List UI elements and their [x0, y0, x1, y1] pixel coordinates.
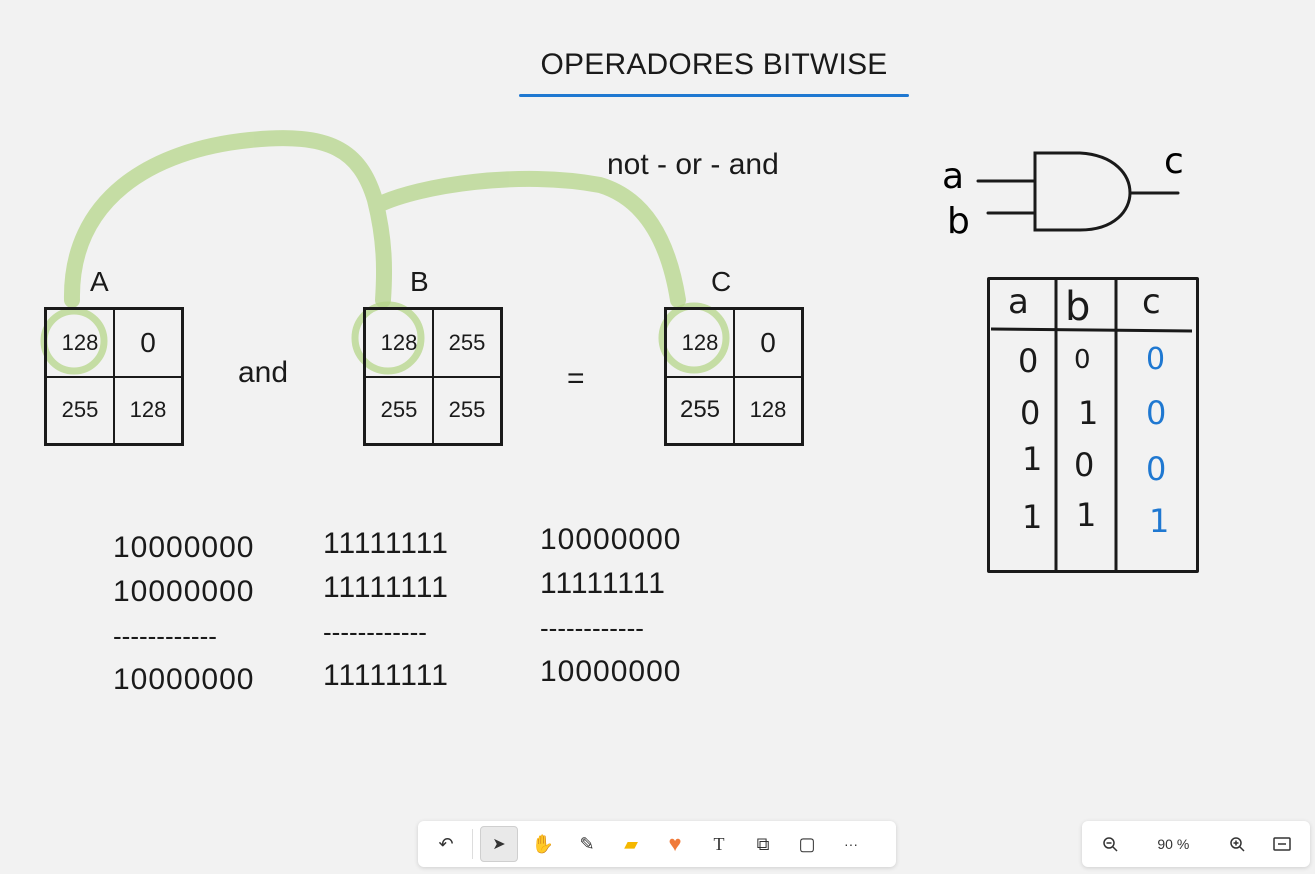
frame-icon: ▢ — [798, 833, 816, 854]
truth-table-lines — [990, 279, 1193, 571]
truth-table-header-rule — [990, 327, 1193, 333]
truth-table-header-c: c — [1142, 282, 1161, 322]
binary-line: 10000000 — [113, 575, 255, 608]
zoom-in-icon — [1229, 837, 1245, 852]
truth-cell-a: 1 — [1022, 440, 1043, 478]
grid-c: 128 0 255 128 — [664, 307, 804, 446]
operators-note: not - or - and — [607, 148, 779, 181]
binary-line: 11111111 — [323, 527, 449, 560]
grid-a-cell: 0 — [114, 309, 182, 377]
grid-a: 128 0 255 128 — [44, 307, 184, 446]
truth-cell-b: 0 — [1074, 345, 1091, 375]
truth-cell-c: 0 — [1146, 450, 1167, 488]
truth-cell-a: 0 — [1018, 342, 1039, 380]
title-underline — [519, 94, 909, 97]
binary-column-3: 10000000 11111111 ------------ 10000000 — [540, 518, 681, 694]
grid-c-cell: 128 — [666, 309, 734, 377]
drawing-toolbar: ↶ ➤ ✋ ✎ ▰ ♥ T ⧉ ▢ ··· — [418, 821, 896, 867]
binary-separator: ------------ — [540, 613, 644, 643]
sticky-note-icon: ▰ — [624, 833, 638, 854]
pen-tool-button[interactable]: ✎ — [568, 826, 606, 862]
zoom-in-button[interactable] — [1218, 826, 1256, 862]
grid-a-label: A — [90, 266, 109, 297]
grid-c-cell: 255 — [666, 376, 734, 444]
undo-icon: ↶ — [438, 833, 454, 854]
binary-result: 11111111 — [323, 659, 449, 692]
fit-screen-icon — [1273, 837, 1291, 851]
binary-result: 10000000 — [113, 663, 255, 696]
truth-cell-b: 1 — [1076, 496, 1097, 534]
frame-tool-button[interactable]: ▢ — [788, 826, 826, 862]
highlight-arc-a-to-b — [63, 130, 393, 308]
binary-line: 10000000 — [113, 531, 255, 564]
connector-tool-button[interactable]: ⧉ — [744, 826, 782, 862]
equals-sign: = — [567, 362, 585, 395]
zoom-out-button[interactable] — [1091, 826, 1129, 862]
binary-line: 11111111 — [540, 567, 666, 600]
truth-cell-a: 1 — [1022, 498, 1043, 536]
binary-column-1: 10000000 10000000 ------------ 10000000 — [113, 526, 254, 702]
text-tool-button[interactable]: T — [700, 826, 738, 862]
gate-input-a-label: a — [942, 156, 964, 197]
text-icon: T — [713, 833, 725, 854]
grid-b: 128 255 255 255 — [363, 307, 503, 446]
grid-b-cell: 255 — [433, 309, 501, 377]
connector-icon: ⧉ — [756, 833, 770, 854]
gate-output-label: c — [1164, 141, 1184, 182]
grid-b-cell: 128 — [365, 309, 433, 377]
binary-line: 10000000 — [540, 523, 682, 556]
cursor-icon: ➤ — [492, 836, 506, 853]
hand-icon: ✋ — [531, 833, 555, 854]
truth-cell-c: 0 — [1146, 394, 1167, 432]
zoom-toolbar: 90 % — [1082, 821, 1310, 867]
grid-a-cell: 255 — [46, 376, 114, 444]
truth-cell-b: 0 — [1074, 446, 1095, 484]
grid-c-cell: 0 — [734, 309, 802, 377]
more-tools-button[interactable]: ··· — [832, 826, 870, 862]
zoom-out-icon — [1103, 837, 1118, 852]
binary-result: 10000000 — [540, 655, 682, 688]
shape-tool-button[interactable]: ♥ — [656, 826, 694, 862]
grid-a-cell: 128 — [46, 309, 114, 377]
binary-separator: ------------ — [113, 621, 217, 651]
gate-input-b-label: b — [947, 201, 970, 242]
grid-b-cell: 255 — [433, 376, 501, 444]
page-title: OPERADORES BITWISE — [540, 48, 888, 81]
grid-c-label: C — [711, 266, 732, 297]
toolbar-divider — [472, 829, 473, 859]
grid-b-label: B — [410, 266, 429, 297]
grid-c-cell: 128 — [734, 376, 802, 444]
undo-button[interactable]: ↶ — [427, 826, 465, 862]
truth-table — [987, 277, 1199, 573]
binary-line: 11111111 — [323, 571, 449, 604]
and-gate-body — [1033, 151, 1132, 232]
more-icon: ··· — [844, 836, 858, 852]
grid-a-cell: 128 — [114, 376, 182, 444]
sticky-note-tool-button[interactable]: ▰ — [612, 826, 650, 862]
zoom-level[interactable]: 90 % — [1157, 836, 1190, 852]
truth-cell-b: 1 — [1078, 394, 1099, 432]
heart-icon: ♥ — [668, 831, 682, 856]
binary-column-2: 11111111 11111111 ------------ 11111111 — [323, 522, 449, 698]
grid-b-cell: 255 — [365, 376, 433, 444]
and-gate-sketch: a b c — [942, 141, 1184, 242]
operation-word: and — [238, 356, 289, 389]
truth-table-header-a: a — [1008, 282, 1029, 322]
select-tool-button[interactable]: ➤ — [480, 826, 518, 862]
binary-separator: ------------ — [323, 617, 427, 647]
fit-screen-button[interactable] — [1263, 826, 1301, 862]
truth-table-header-b: b — [1065, 284, 1091, 330]
truth-cell-c: 1 — [1149, 502, 1170, 540]
truth-cell-c: 0 — [1146, 342, 1166, 377]
pen-icon: ✎ — [579, 833, 595, 854]
hand-tool-button[interactable]: ✋ — [524, 826, 562, 862]
truth-cell-a: 0 — [1020, 394, 1041, 432]
highlight-group — [63, 130, 686, 308]
